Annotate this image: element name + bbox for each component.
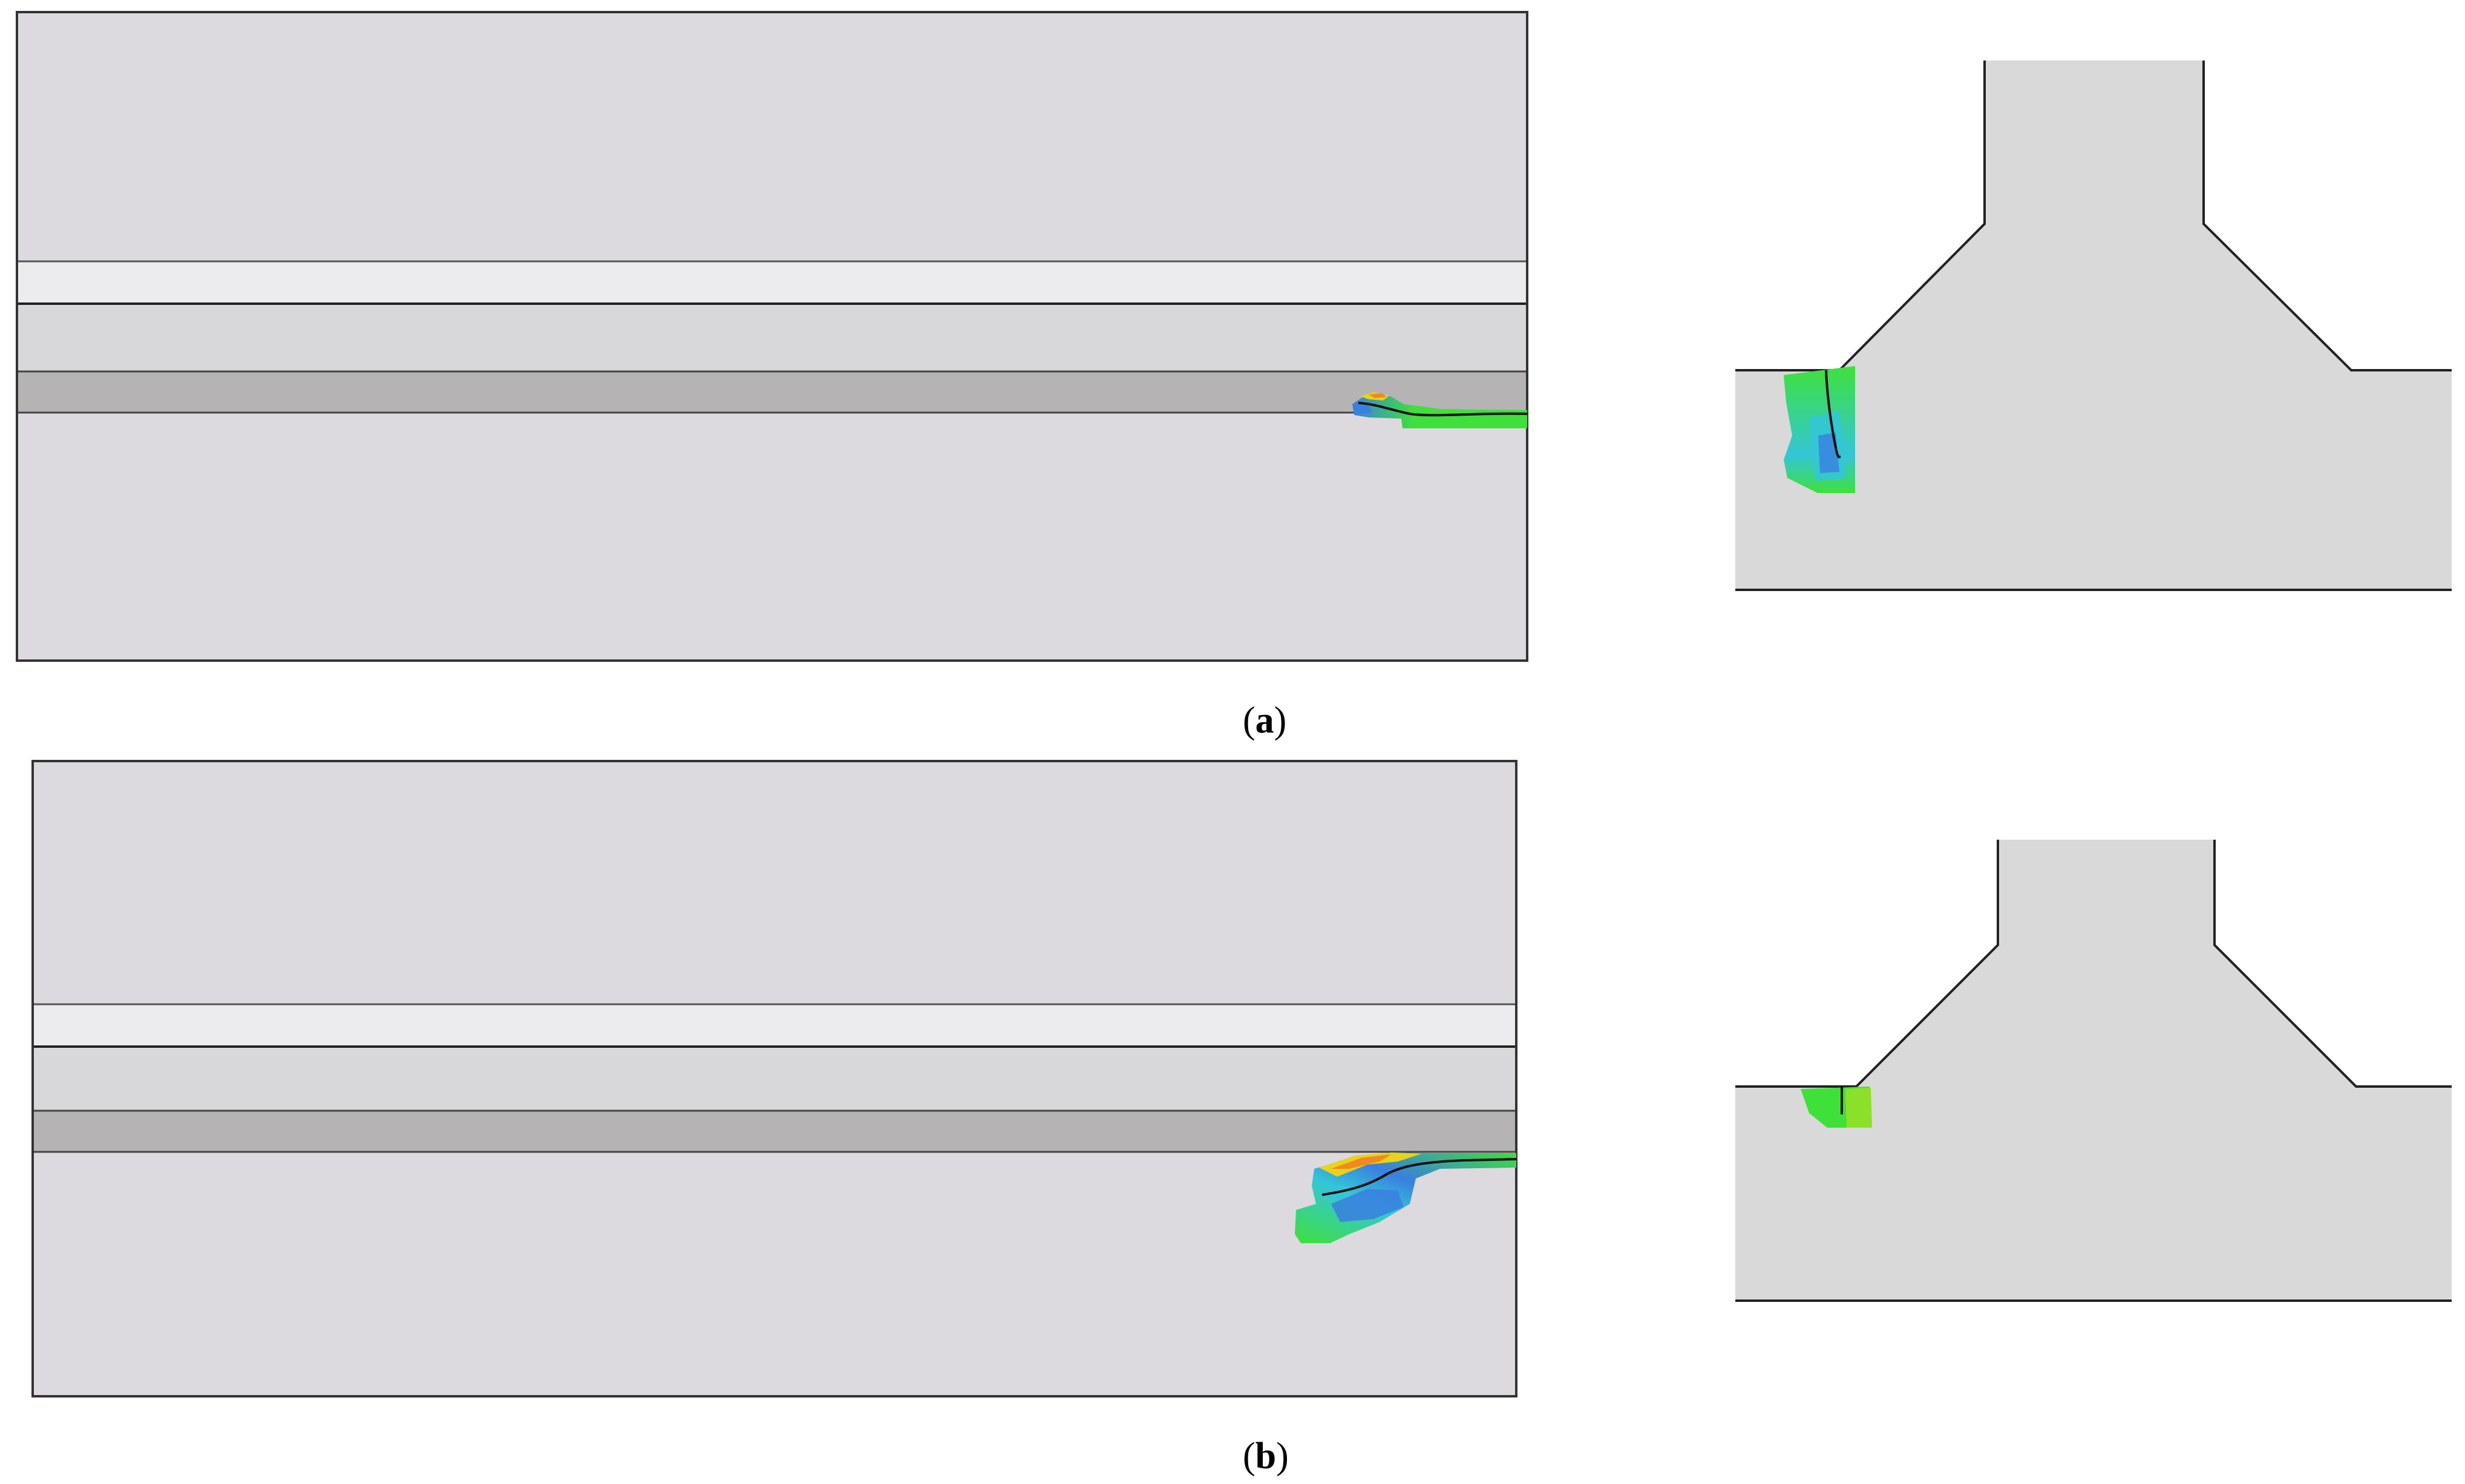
panel-a-bottom-region — [17, 413, 1527, 661]
panel-a-label: a — [1255, 700, 1274, 741]
panel-a-crack-contour — [1352, 392, 1528, 428]
panel-b-caption: (b) — [1243, 1436, 1289, 1477]
panel-b-frame — [31, 760, 1517, 1397]
panel-b-t-joint-view — [1735, 840, 2452, 1302]
panel-a-contour-blue — [1354, 404, 1372, 414]
panel-a-mid-band — [17, 304, 1527, 371]
panel-a-dark-band — [17, 371, 1527, 413]
panel-a-t-joint-view — [1735, 60, 2452, 591]
panel-a-top-region — [17, 12, 1527, 261]
panel-b-light-band — [33, 1004, 1516, 1047]
panel-b-crack-line — [1321, 1158, 1517, 1196]
panel-a-frame — [16, 11, 1528, 662]
panel-a-contour-orange — [1369, 393, 1387, 398]
panel-b-mid-band — [33, 1047, 1516, 1111]
panel-b-t-joint-crack-contour — [1801, 1087, 1872, 1128]
panel-b-dark-band — [33, 1111, 1516, 1152]
panel-a-t-crack-line — [1825, 370, 1841, 459]
panel-a-plate-view — [16, 11, 1528, 662]
panel-b-contour-orange — [1331, 1154, 1392, 1169]
panel-a-t-joint-crack-contour — [1784, 366, 1855, 493]
panel-a-light-band — [17, 261, 1527, 304]
panel-b-contour-yellow — [1319, 1152, 1422, 1177]
panel-a-t-joint-body — [1735, 60, 2452, 590]
panel-b-contour-blue — [1331, 1189, 1404, 1222]
panel-b-bottom-region — [33, 1152, 1516, 1396]
panel-b-top-region — [33, 761, 1516, 1004]
panel-b-label: b — [1255, 1436, 1277, 1477]
panel-b-plate-view — [31, 760, 1517, 1397]
panel-b-t-contour-lime — [1845, 1088, 1872, 1128]
panel-a-caption: (a) — [1243, 700, 1287, 741]
panel-b-t-joint-outline — [1735, 840, 2452, 1302]
panel-a-contour-main — [1352, 393, 1527, 428]
panel-a-crack-line — [1358, 402, 1528, 417]
panel-b-crack-contour — [1295, 1152, 1517, 1243]
panel-b-t-joint-body — [1735, 840, 2452, 1301]
panel-a-t-joint-outline — [1735, 60, 2452, 591]
